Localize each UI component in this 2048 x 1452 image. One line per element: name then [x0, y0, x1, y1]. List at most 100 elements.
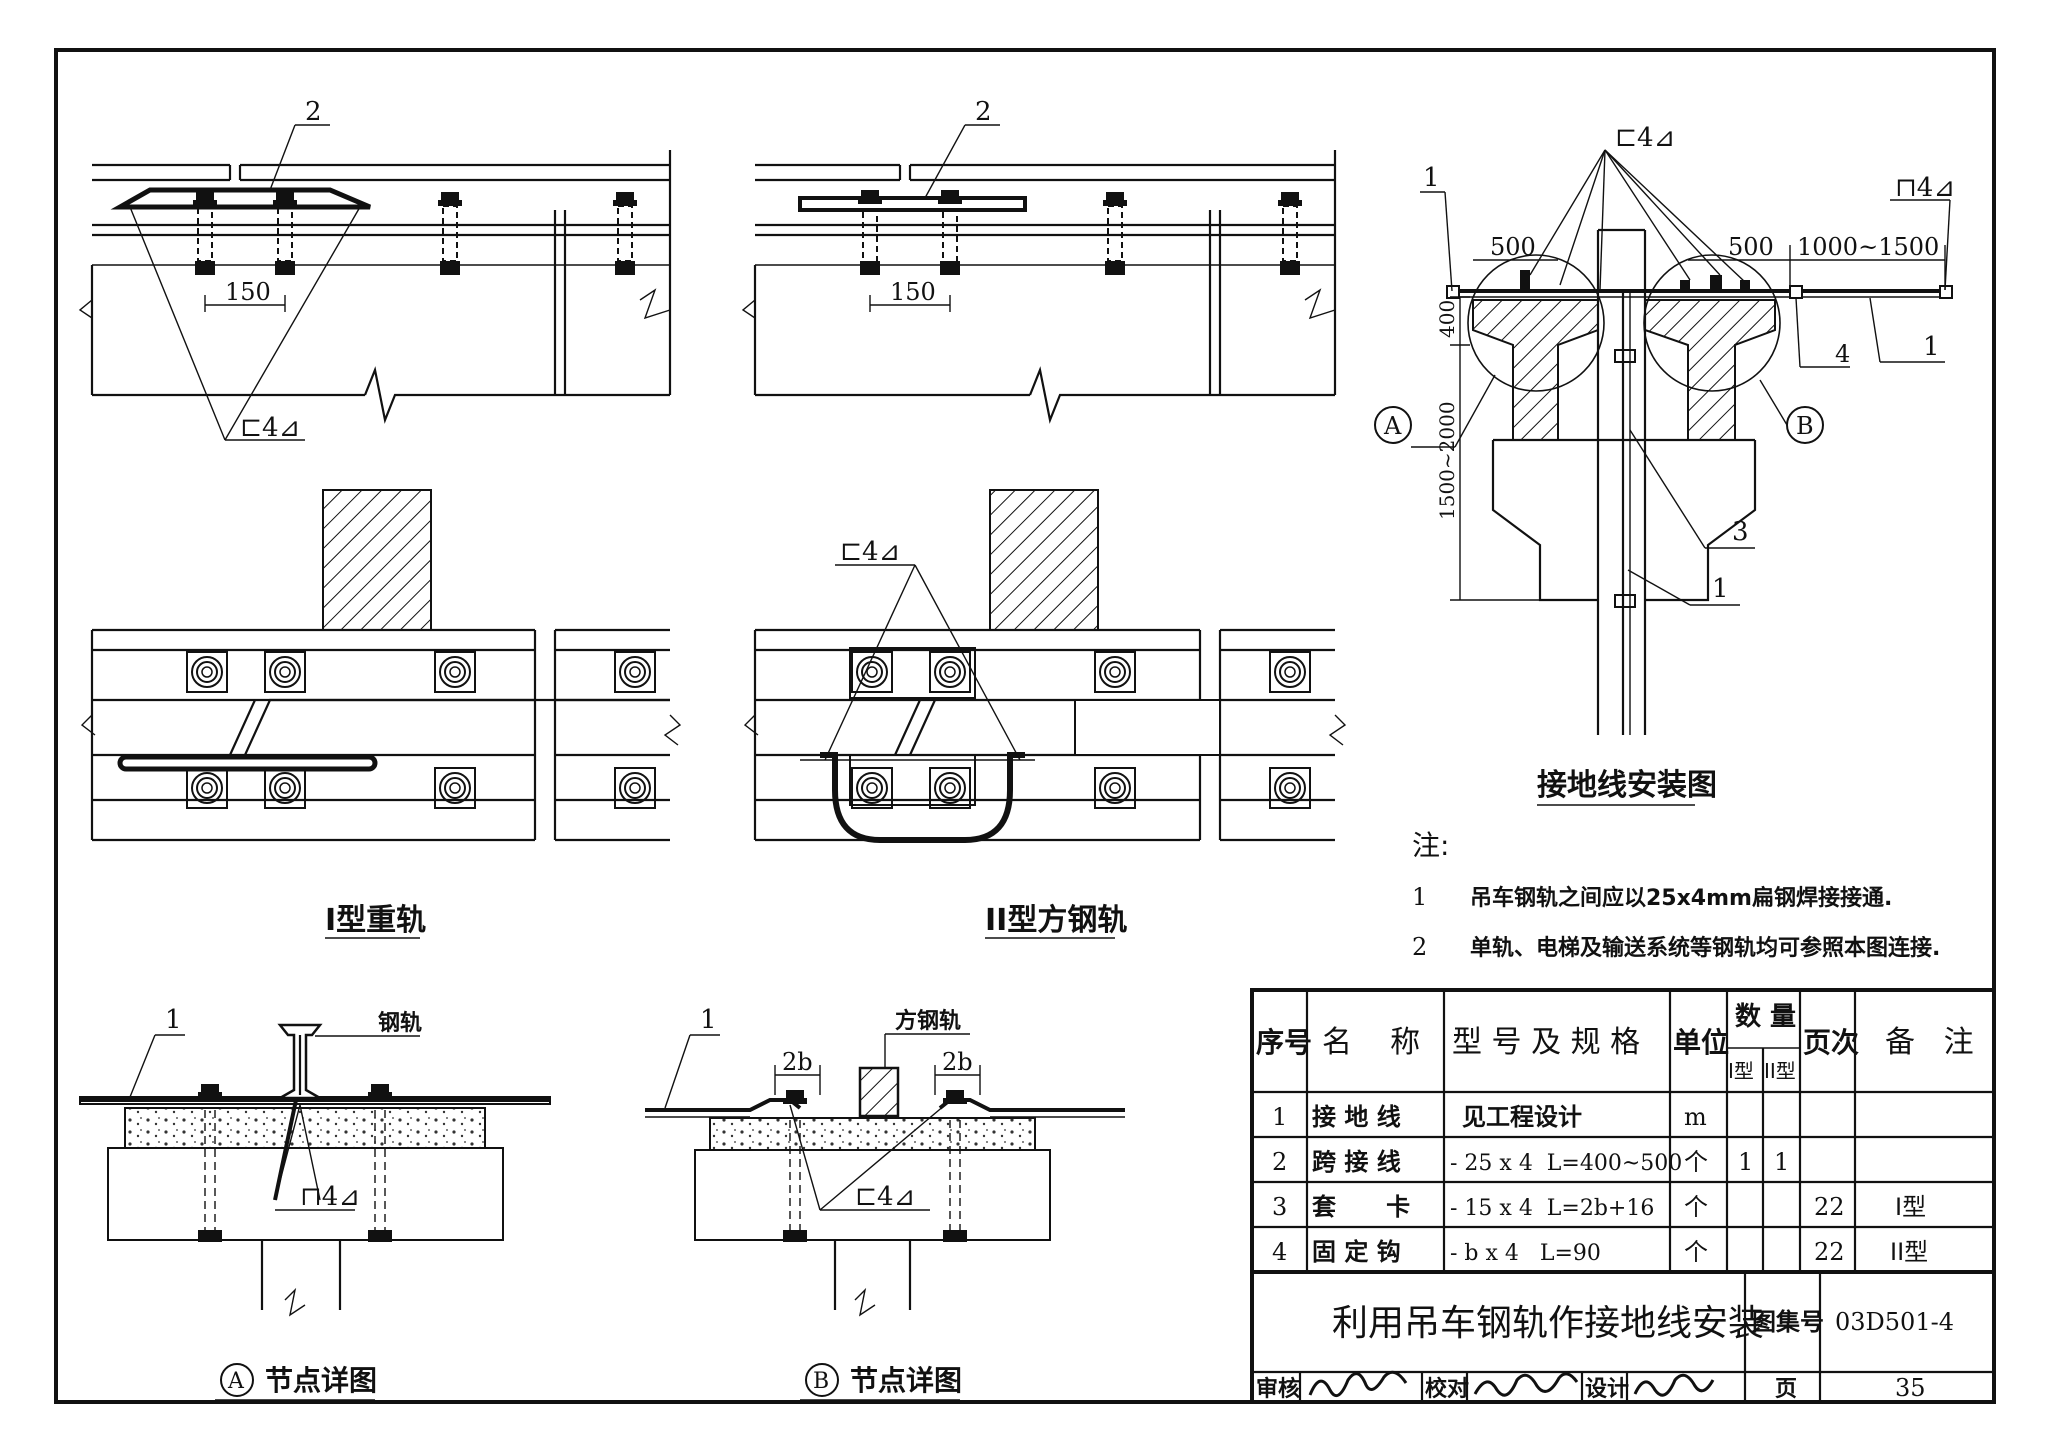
- table-row: 4 固 定 钩 - b x 4 L=90 个 22 II型: [1272, 1238, 1928, 1266]
- dim-150-type1: 150: [225, 278, 271, 306]
- cell-page: 22: [1814, 1238, 1845, 1266]
- th-seq: 序号: [1256, 1026, 1312, 1059]
- weld-symbol-c4: ⊏4⊿: [840, 537, 900, 567]
- weld-symbol-n4: ⊓4⊿: [300, 1182, 360, 1212]
- clip-hoop: [820, 752, 1025, 843]
- jumper-bar: [798, 196, 1027, 212]
- th-remark: 备 注: [1885, 1025, 1974, 1060]
- cell-seq: 3: [1272, 1193, 1287, 1221]
- th-name: 名 称: [1322, 1025, 1420, 1060]
- detail-a: 1 钢轨 ⊓4⊿ A 节点详图: [79, 1005, 551, 1401]
- cell-remark: I型: [1895, 1193, 1926, 1221]
- cell-name: 套 卡: [1312, 1193, 1410, 1221]
- th-page: 页次: [1803, 1026, 1859, 1059]
- cell-seq: 4: [1272, 1238, 1287, 1266]
- item-1-label: 1: [700, 1005, 717, 1035]
- table-row: 1 接 地 线 见工程设计 m: [1272, 1103, 1707, 1131]
- cell-unit: m: [1684, 1103, 1707, 1131]
- weld-symbol-c4: ⊏4⊿: [855, 1182, 915, 1212]
- cell-name: 接 地 线: [1312, 1103, 1401, 1131]
- dim-1000-1500: 1000~1500: [1797, 233, 1939, 261]
- check-signature: [1473, 1372, 1579, 1397]
- type1-elevation: 150 2 ⊏4⊿: [78, 97, 672, 443]
- atlas-label: 图集号: [1752, 1308, 1824, 1336]
- weld-symbol-n4: ⊓4⊿: [1895, 173, 1955, 203]
- cell-spec: 见工程设计: [1462, 1103, 1582, 1131]
- cell-unit: 个: [1684, 1148, 1708, 1176]
- th-unit: 单位: [1673, 1026, 1729, 1059]
- detail-b: 2b 2b 1 方钢轨 ⊏4⊿ B 节点详图: [645, 1005, 1125, 1401]
- bolt: [273, 192, 297, 275]
- label-square-rail: 方钢轨: [895, 1008, 961, 1034]
- cell-seq: 2: [1272, 1148, 1287, 1176]
- design-signature: [1633, 1373, 1715, 1397]
- cell-q1: 1: [1738, 1148, 1753, 1176]
- item-2-label: 2: [305, 97, 322, 127]
- item-1-label: 1: [165, 1005, 182, 1035]
- cell-name: 跨 接 线: [1312, 1148, 1401, 1176]
- table-row: 2 跨 接 线 - 25 x 4 L=400~500 个 1 1: [1272, 1148, 1789, 1176]
- dim-400: 400: [1435, 300, 1459, 338]
- note-1-no: 1: [1412, 883, 1427, 911]
- detail-a-callout: A: [227, 1369, 245, 1394]
- dim-2b-right: 2b: [942, 1048, 973, 1076]
- cell-q2: 1: [1774, 1148, 1789, 1176]
- weld-symbol-c4: ⊏4⊿: [240, 413, 300, 443]
- atlas-number: 03D501-4: [1835, 1308, 1954, 1336]
- review-signature: [1308, 1370, 1408, 1398]
- item-3-label: 3: [1732, 517, 1749, 547]
- page-number: 35: [1895, 1374, 1926, 1402]
- detail-a-title: 节点详图: [265, 1364, 377, 1397]
- check-label: 校对: [1425, 1376, 1469, 1402]
- cell-spec: - 15 x 4 L=2b+16: [1450, 1196, 1654, 1221]
- callout-a-label: A: [1383, 412, 1402, 440]
- dim-2b-left: 2b: [782, 1048, 813, 1076]
- weld-symbol-c4: ⊏4⊿: [1615, 123, 1675, 153]
- cell-remark: II型: [1890, 1238, 1928, 1266]
- th-qty: 数 量: [1735, 1002, 1796, 1032]
- dim-500-right: 500: [1728, 233, 1774, 261]
- type1-plan: [80, 489, 682, 842]
- notes: 注: 1 吊车钢轨之间应以25x4mm扁钢焊接接通. 2 单轨、电梯及输送系统等…: [1412, 829, 1940, 961]
- cell-unit: 个: [1684, 1193, 1708, 1221]
- cell-seq: 1: [1272, 1103, 1287, 1131]
- label-steel-rail: 钢轨: [378, 1010, 422, 1036]
- th-spec: 型 号 及 规 格: [1452, 1025, 1640, 1060]
- item-1-label: 1: [1712, 574, 1729, 604]
- cell-spec: - b x 4 L=90: [1450, 1241, 1601, 1266]
- dim-500-left: 500: [1490, 233, 1536, 261]
- item-1-label: 1: [1923, 332, 1940, 362]
- note-2-no: 2: [1412, 933, 1427, 961]
- type2-elevation: 150 2: [741, 97, 1337, 424]
- jumper-bar: [117, 754, 378, 772]
- review-label: 审核: [1256, 1376, 1300, 1402]
- materials-table: 序号 名 称 型 号 及 规 格 单位 数 量 I型 II型 页次 备 注 1 …: [1250, 988, 1996, 1404]
- item-1-label: 1: [1423, 163, 1440, 193]
- notes-heading: 注:: [1412, 829, 1449, 862]
- bolt: [1103, 192, 1127, 275]
- bolt: [193, 192, 217, 275]
- type2-plan: ⊏4⊿: [743, 489, 1347, 843]
- cell-name: 固 定 钩: [1312, 1238, 1401, 1266]
- callout-b-label: B: [1796, 412, 1814, 440]
- bolt: [438, 192, 462, 275]
- type1-title: I型重轨: [325, 903, 426, 938]
- page-label: 页: [1775, 1377, 1797, 1402]
- sheet-border: [54, 48, 1996, 1404]
- th-qty-type1: I型: [1728, 1059, 1754, 1083]
- callout-circle-a: [1467, 254, 1605, 392]
- bolt: [858, 190, 882, 275]
- jumper-bar: [110, 187, 371, 210]
- bolt: [613, 192, 637, 275]
- dim-1500-2000: 1500~2000: [1435, 401, 1459, 520]
- type2-title: II型方钢轨: [985, 903, 1127, 938]
- bolt: [1278, 192, 1302, 275]
- note-2-text: 单轨、电梯及输送系统等钢轨均可参照本图连接.: [1470, 935, 1940, 961]
- table-row: 3 套 卡 - 15 x 4 L=2b+16 个 22 I型: [1272, 1193, 1926, 1221]
- detail-b-callout: B: [813, 1369, 829, 1394]
- install-title: 接地线安装图: [1537, 768, 1717, 803]
- cell-unit: 个: [1684, 1238, 1708, 1266]
- cell-page: 22: [1814, 1193, 1845, 1221]
- bolt: [938, 190, 962, 275]
